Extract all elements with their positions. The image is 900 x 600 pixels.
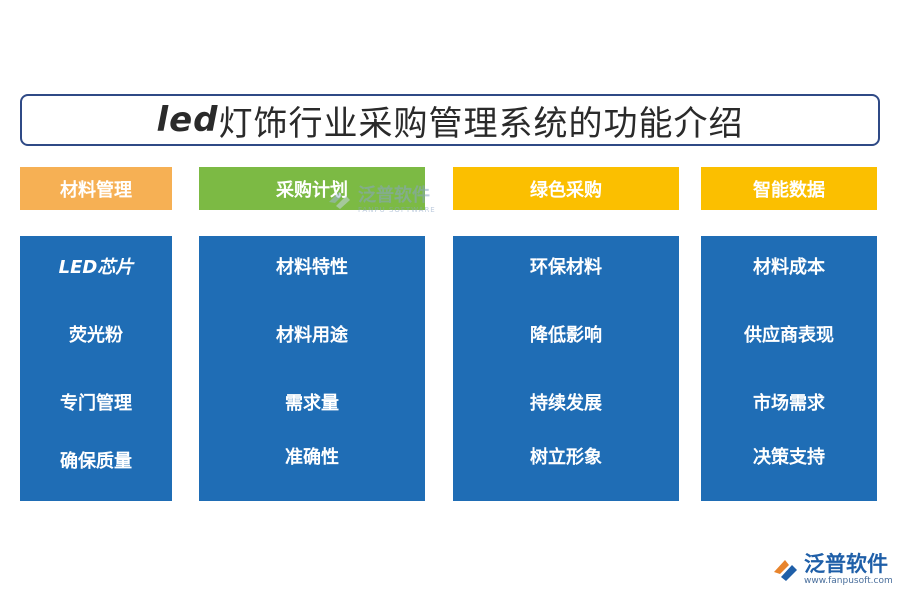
fanpu-logo-icon bbox=[774, 559, 797, 581]
column-panel-data: 材料成本 供应商表现 市场需求 决策支持 bbox=[701, 236, 877, 501]
list-item: 决策支持 bbox=[753, 447, 825, 468]
column-header-label: 材料管理 bbox=[60, 179, 132, 201]
list-item: 树立形象 bbox=[530, 447, 602, 468]
column-header-label: 采购计划 bbox=[276, 179, 348, 201]
list-item: 材料用途 bbox=[276, 325, 348, 346]
list-item: 降低影响 bbox=[530, 325, 602, 346]
column-panel-green: 环保材料 降低影响 持续发展 树立形象 bbox=[453, 236, 679, 501]
column-header-plan: 采购计划 bbox=[199, 167, 425, 210]
column-header-materials: 材料管理 bbox=[20, 167, 172, 210]
list-item: LED芯片 bbox=[58, 257, 134, 278]
list-item: 确保质量 bbox=[60, 451, 132, 472]
list-item: 环保材料 bbox=[530, 257, 602, 278]
column-header-label: 绿色采购 bbox=[530, 179, 602, 201]
title-latin: led bbox=[156, 100, 219, 140]
title-text: 灯饰行业采购管理系统的功能介绍 bbox=[218, 103, 744, 144]
column-panel-materials: LED芯片 荧光粉 专门管理 确保质量 bbox=[20, 236, 172, 501]
list-item: 荧光粉 bbox=[69, 325, 123, 346]
brand-logo: 泛普软件 www.fanpusoft.com bbox=[770, 552, 893, 587]
list-item: 供应商表现 bbox=[744, 325, 834, 346]
list-item: 准确性 bbox=[285, 447, 339, 468]
column-panel-plan: 材料特性 材料用途 需求量 准确性 bbox=[199, 236, 425, 501]
watermark-sub: FANPU SOFTWARE bbox=[358, 206, 436, 214]
column-header-label: 智能数据 bbox=[753, 179, 825, 201]
fanpu-logo-icon bbox=[329, 192, 350, 209]
logo-name: 泛普软件 bbox=[804, 552, 888, 576]
list-item: 材料成本 bbox=[753, 257, 825, 278]
column-header-data: 智能数据 bbox=[701, 167, 877, 210]
list-item: 持续发展 bbox=[530, 393, 602, 414]
list-item: 市场需求 bbox=[753, 393, 825, 414]
list-item: 专门管理 bbox=[60, 393, 132, 414]
logo-url: www.fanpusoft.com bbox=[804, 576, 893, 586]
column-header-green: 绿色采购 bbox=[453, 167, 679, 210]
list-item: 需求量 bbox=[285, 393, 339, 414]
watermark: 泛普软件 FANPU SOFTWARE bbox=[326, 186, 436, 214]
list-item: 材料特性 bbox=[276, 257, 348, 278]
watermark-text: 泛普软件 bbox=[358, 185, 430, 206]
